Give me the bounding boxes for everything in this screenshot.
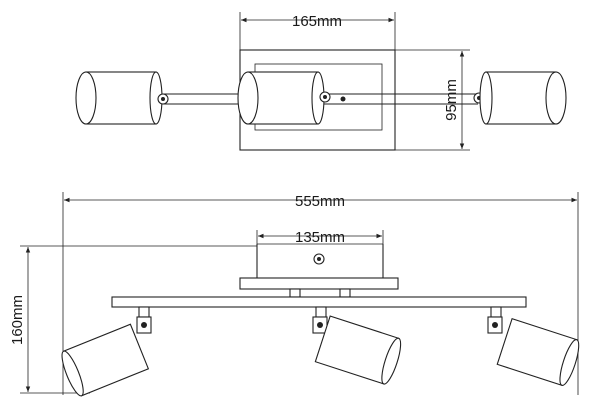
top-right-spot [473, 71, 567, 125]
front-view: 555mm 135mm 160mm [9, 192, 580, 397]
dim-label-top-depth: 95mm [443, 79, 460, 121]
front-standoff-left [289, 288, 301, 298]
top-view: 165mm 95mm [75, 12, 567, 151]
dim-label-top-width: 165mm [292, 13, 342, 30]
front-standoff-right [339, 288, 351, 298]
front-plate-base [239, 277, 399, 290]
dim-label-plate-width: 135mm [295, 229, 345, 246]
front-left-spot [61, 306, 152, 397]
top-left-spot [75, 71, 169, 125]
top-middle-spot [237, 71, 346, 125]
dim-label-total-length: 555mm [295, 193, 345, 210]
front-middle-spot [312, 306, 402, 385]
front-right-spot [487, 306, 580, 387]
dim-label-total-height: 160mm [9, 295, 26, 345]
front-bar [111, 296, 527, 308]
